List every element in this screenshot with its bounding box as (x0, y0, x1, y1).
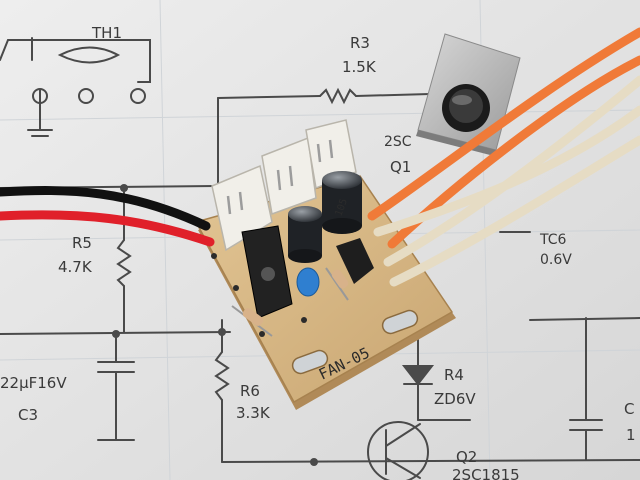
power-transistor (241, 225, 293, 319)
wires (0, 27, 640, 287)
label-c3-spec: 22μF16V (0, 374, 67, 392)
label-r3: R3 (350, 34, 370, 52)
label-q1: Q1 (390, 158, 411, 176)
label-c3: C3 (18, 406, 38, 424)
ceramic-capacitor (296, 267, 320, 297)
wire-cream (389, 135, 640, 287)
schematic-junctions (112, 184, 318, 466)
mounting-slot (291, 349, 329, 375)
label-tc-spec: TC6 (539, 232, 567, 248)
wire-black (0, 186, 211, 231)
silkscreen-marks (211, 253, 307, 337)
label-q1-part: 2SC (384, 134, 412, 150)
label-r6-value: 3.3K (236, 404, 271, 422)
mounting-slot (381, 309, 419, 335)
label-q2: Q2 (456, 448, 477, 466)
label-edge-1: 1 (626, 426, 636, 444)
label-r3-value: 1.5K (342, 58, 377, 76)
label-tc-volt: 0.6V (540, 252, 572, 268)
label-r4: R4 (444, 366, 464, 384)
schematic-terminals (32, 88, 146, 104)
resistor-mid (325, 267, 349, 301)
wire-cream (383, 75, 640, 267)
wire-orange (367, 27, 640, 221)
wire-red (0, 210, 215, 247)
label-r6: R6 (240, 382, 260, 400)
label-zd-spec: ZD6V (434, 390, 476, 408)
label-r5-value: 4.7K (58, 258, 93, 276)
label-th1: TH1 (91, 24, 122, 42)
capacitor-large: 105 (322, 171, 362, 234)
label-r5: R5 (72, 234, 92, 252)
small-transistor (336, 238, 374, 284)
capacitor-small (288, 206, 322, 263)
label-edge-c: C (624, 400, 634, 418)
label-q2-part: 2SC1815 (452, 466, 520, 480)
heatsink-plate (416, 33, 521, 156)
resistor-bottom (231, 305, 273, 337)
